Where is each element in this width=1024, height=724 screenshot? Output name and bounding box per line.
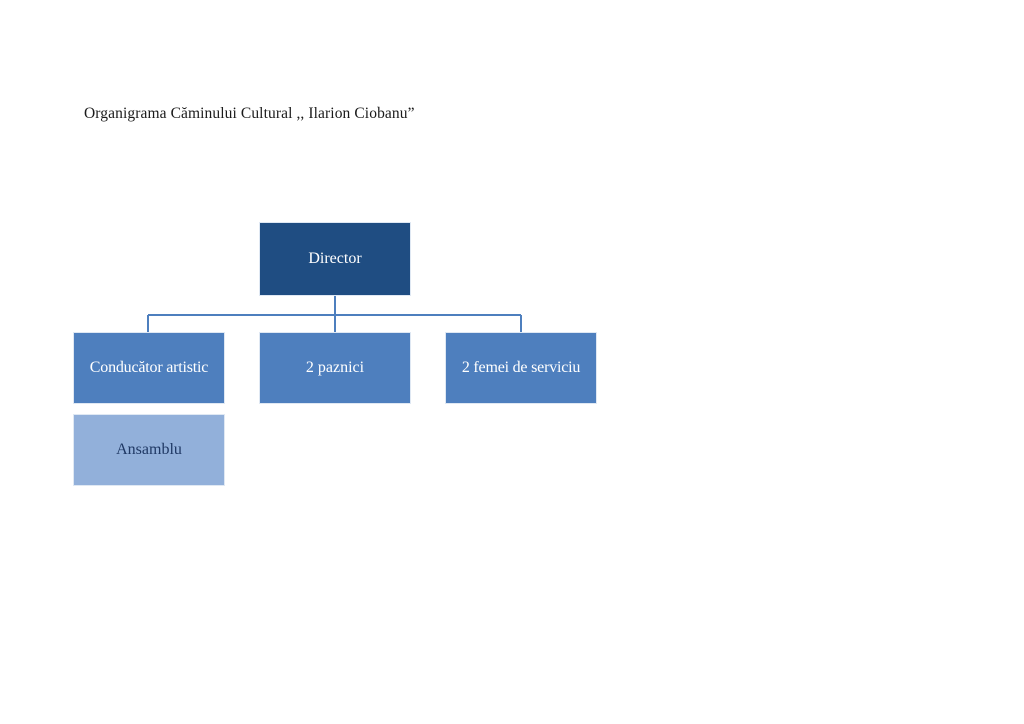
org-node-director-label: Director: [308, 249, 362, 267]
org-node-ansamblu-label: Ansamblu: [116, 440, 182, 458]
org-node-conducator-artistic-label: Conducător artistic: [89, 358, 209, 376]
org-node-conducator-artistic[interactable]: Conducător artistic: [73, 332, 225, 404]
org-node-paznici[interactable]: 2 paznici: [259, 332, 411, 404]
page-title: Organigrama Căminului Cultural ,, Ilario…: [84, 105, 415, 122]
org-node-femei-de-serviciu[interactable]: 2 femei de serviciu: [445, 332, 597, 404]
org-node-femei-de-serviciu-label: 2 femei de serviciu: [461, 358, 581, 376]
org-node-ansamblu[interactable]: Ansamblu: [73, 414, 225, 486]
org-node-director[interactable]: Director: [259, 222, 411, 296]
org-node-paznici-label: 2 paznici: [305, 358, 365, 376]
